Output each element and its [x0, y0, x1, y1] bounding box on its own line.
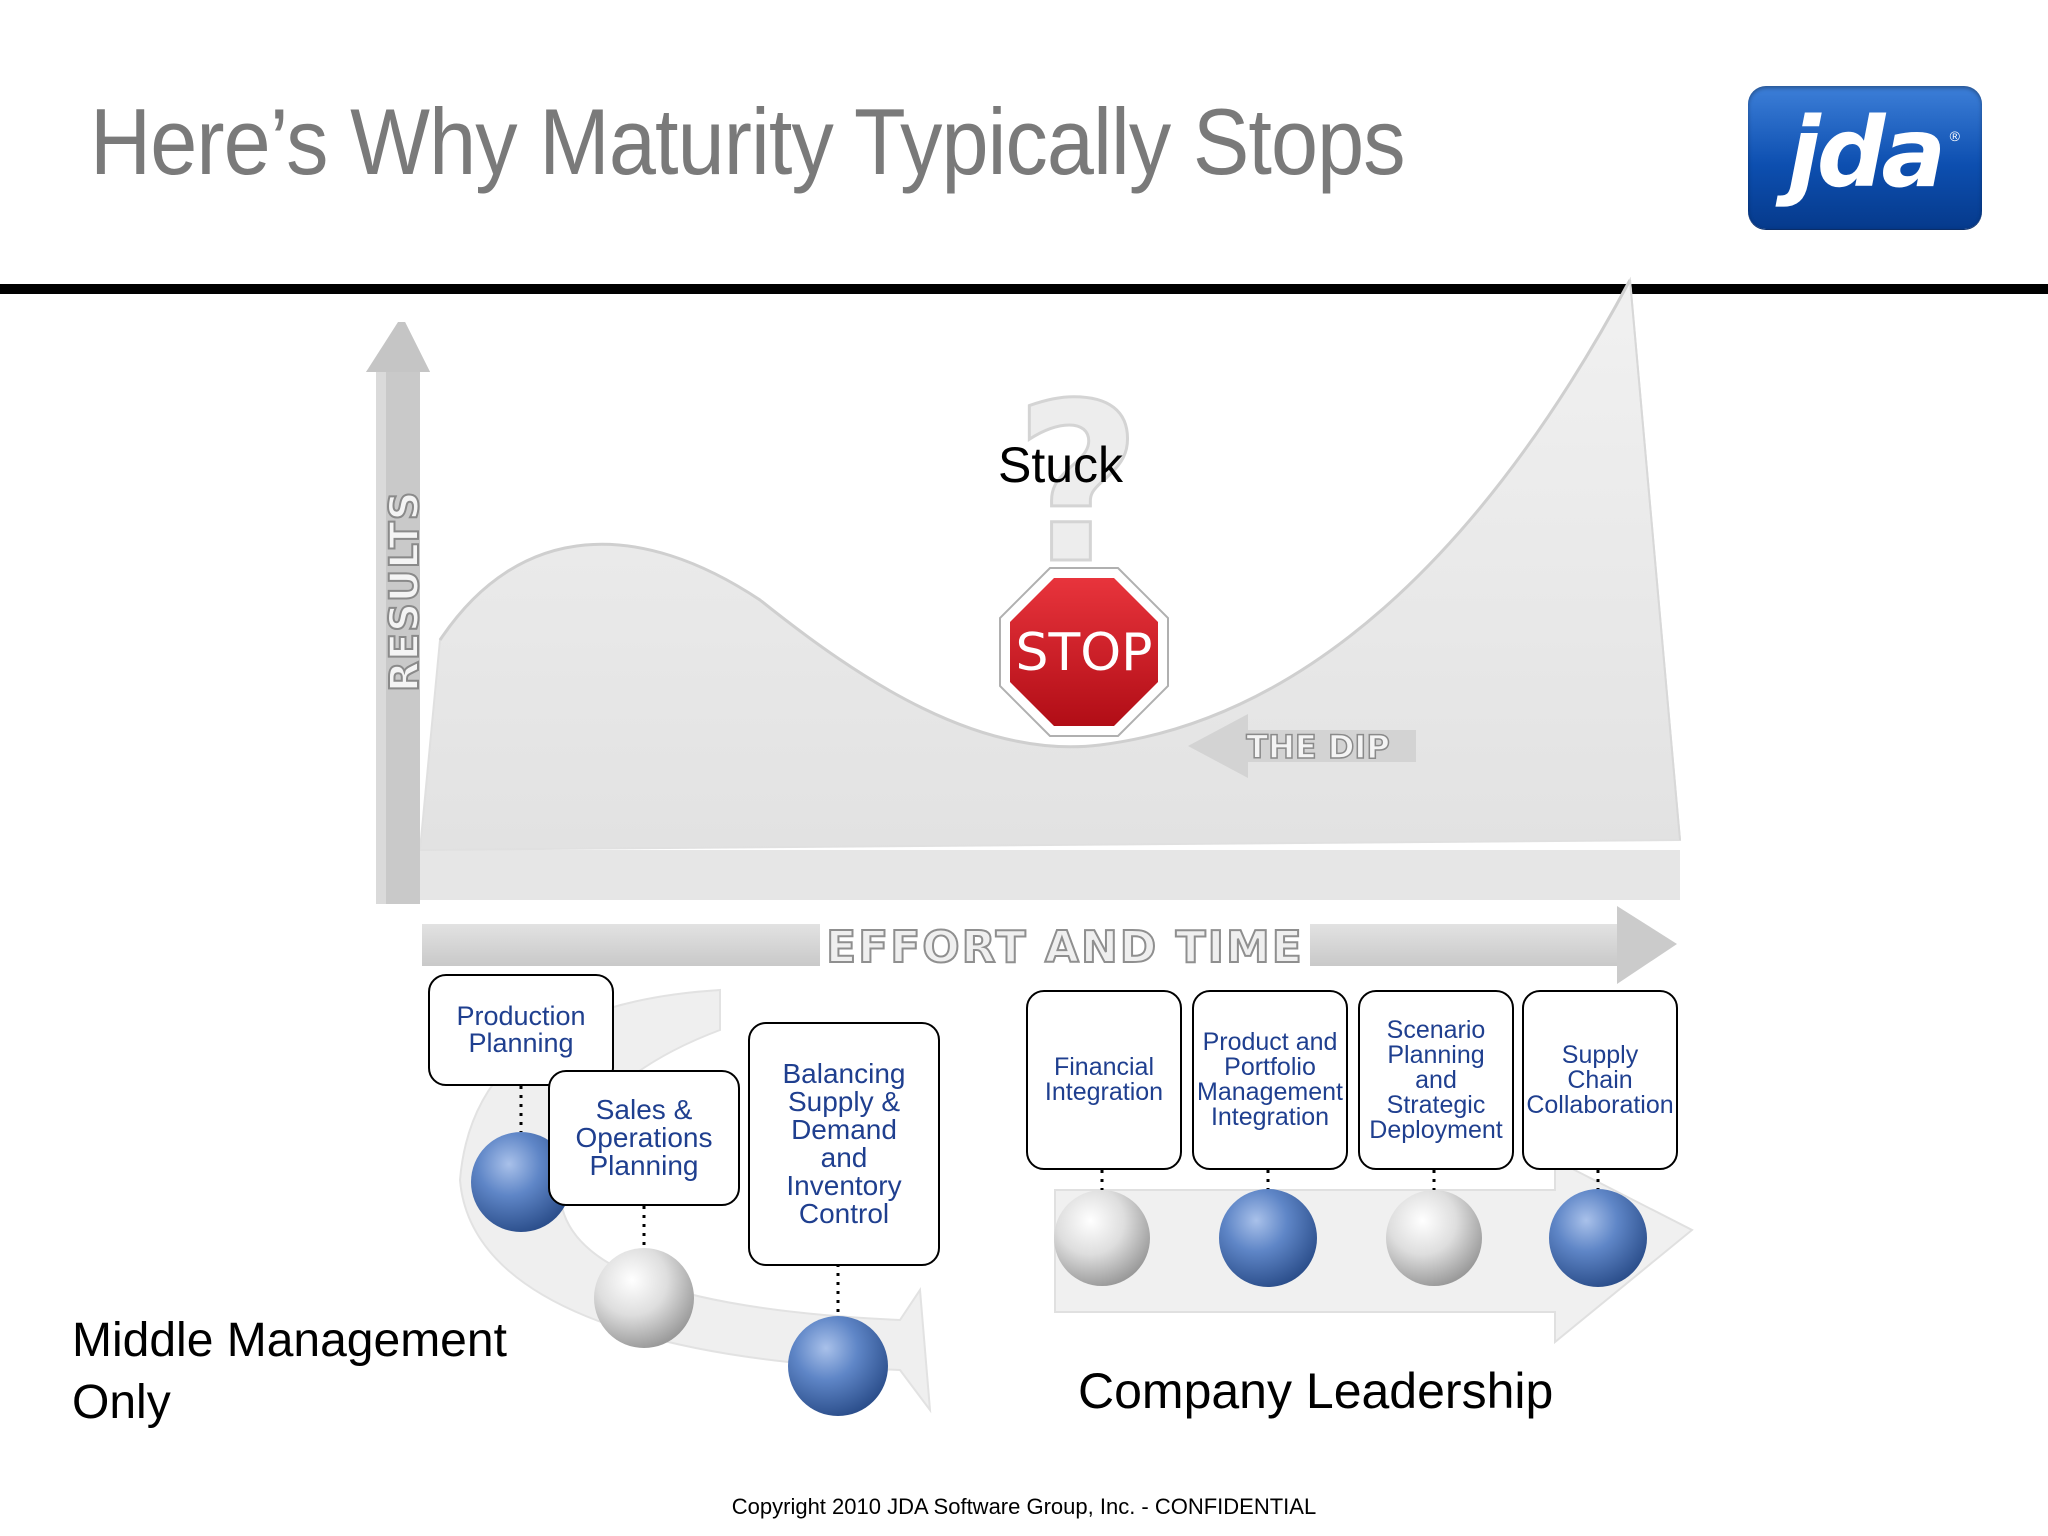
step-label: Product and Portfolio Management Integra… [1197, 1028, 1343, 1131]
copyright-footer: Copyright 2010 JDA Software Group, Inc. … [731, 1494, 1317, 1519]
jda-logo: jda ® [1748, 86, 1982, 229]
middle-management-label: Middle Management Only [72, 1314, 507, 1429]
step-label: Financial Integration [1044, 1053, 1164, 1106]
step-box-production-planning: Production Planning [428, 974, 614, 1086]
effort-axis-arrow: EFFORT AND TIME [422, 906, 1677, 984]
step-balls [471, 1132, 1647, 1416]
step-ball-5 [1219, 1189, 1317, 1287]
step-label: Scenario Planning and Strategic Deployme… [1369, 1015, 1503, 1144]
step-box-financial-integration: Financial Integration [1026, 990, 1182, 1170]
step-ball-1 [471, 1132, 571, 1232]
step-ball-2 [594, 1248, 694, 1348]
company-leadership-track [1054, 1158, 1694, 1345]
step-box-supply-chain-collaboration: Supply Chain Collaboration [1522, 990, 1678, 1170]
results-axis-label: RESULTS [382, 491, 428, 692]
step-label: Sales & Operations Planning [575, 1094, 713, 1181]
stop-sign-icon: STOP [999, 567, 1169, 737]
step-label: Supply Chain Collaboration [1526, 1040, 1674, 1119]
results-axis-arrow: RESULTS [366, 322, 430, 904]
step-ball-6 [1386, 1190, 1482, 1286]
the-dip-arrow: THE DIP [1188, 714, 1416, 778]
the-dip-label: THE DIP [1246, 728, 1390, 766]
page-title: Here’s Why Maturity Typically Stops [90, 89, 1406, 194]
logo-text: jda [1787, 96, 1946, 209]
step-label: Production Planning [456, 1001, 586, 1058]
step-box-scenario-planning: Scenario Planning and Strategic Deployme… [1358, 990, 1514, 1170]
step-ball-3 [788, 1316, 888, 1416]
step-ball-4 [1054, 1190, 1150, 1286]
results-curve [418, 276, 1682, 900]
header-divider [0, 284, 2048, 294]
step-box-sales-operations-planning: Sales & Operations Planning [548, 1070, 740, 1206]
stuck-label: Stuck [998, 437, 1124, 493]
step-ball-7 [1549, 1189, 1647, 1287]
logo-registered-mark: ® [1949, 128, 1960, 144]
company-leadership-label: Company Leadership [1078, 1363, 1554, 1419]
stop-sign-text: STOP [1015, 623, 1152, 683]
step-box-product-portfolio-management: Product and Portfolio Management Integra… [1192, 990, 1348, 1170]
effort-axis-label: EFFORT AND TIME [826, 922, 1304, 973]
step-box-balancing-supply-demand: Balancing Supply & Demand and Inventory … [748, 1022, 940, 1266]
step-label: Balancing Supply & Demand and Inventory … [782, 1058, 906, 1229]
step-connectors [519, 1086, 1600, 1316]
